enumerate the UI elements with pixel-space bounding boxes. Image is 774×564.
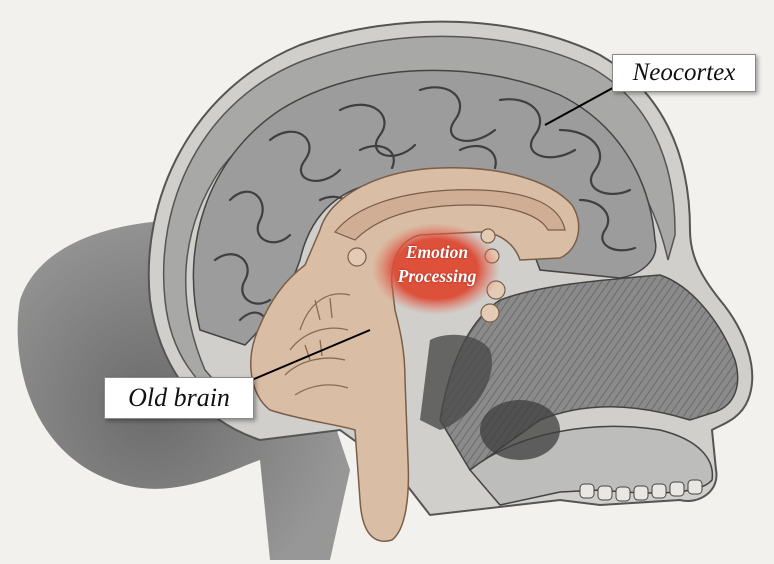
emotion-label-line1: Emotion bbox=[378, 240, 496, 264]
neocortex-label: Neocortex bbox=[612, 54, 756, 92]
old-brain-label: Old brain bbox=[104, 377, 254, 419]
emotion-label-line2: Processing bbox=[378, 264, 496, 288]
emotion-processing-label: Emotion Processing bbox=[378, 240, 496, 288]
oral-cavity-shadow bbox=[480, 400, 560, 460]
